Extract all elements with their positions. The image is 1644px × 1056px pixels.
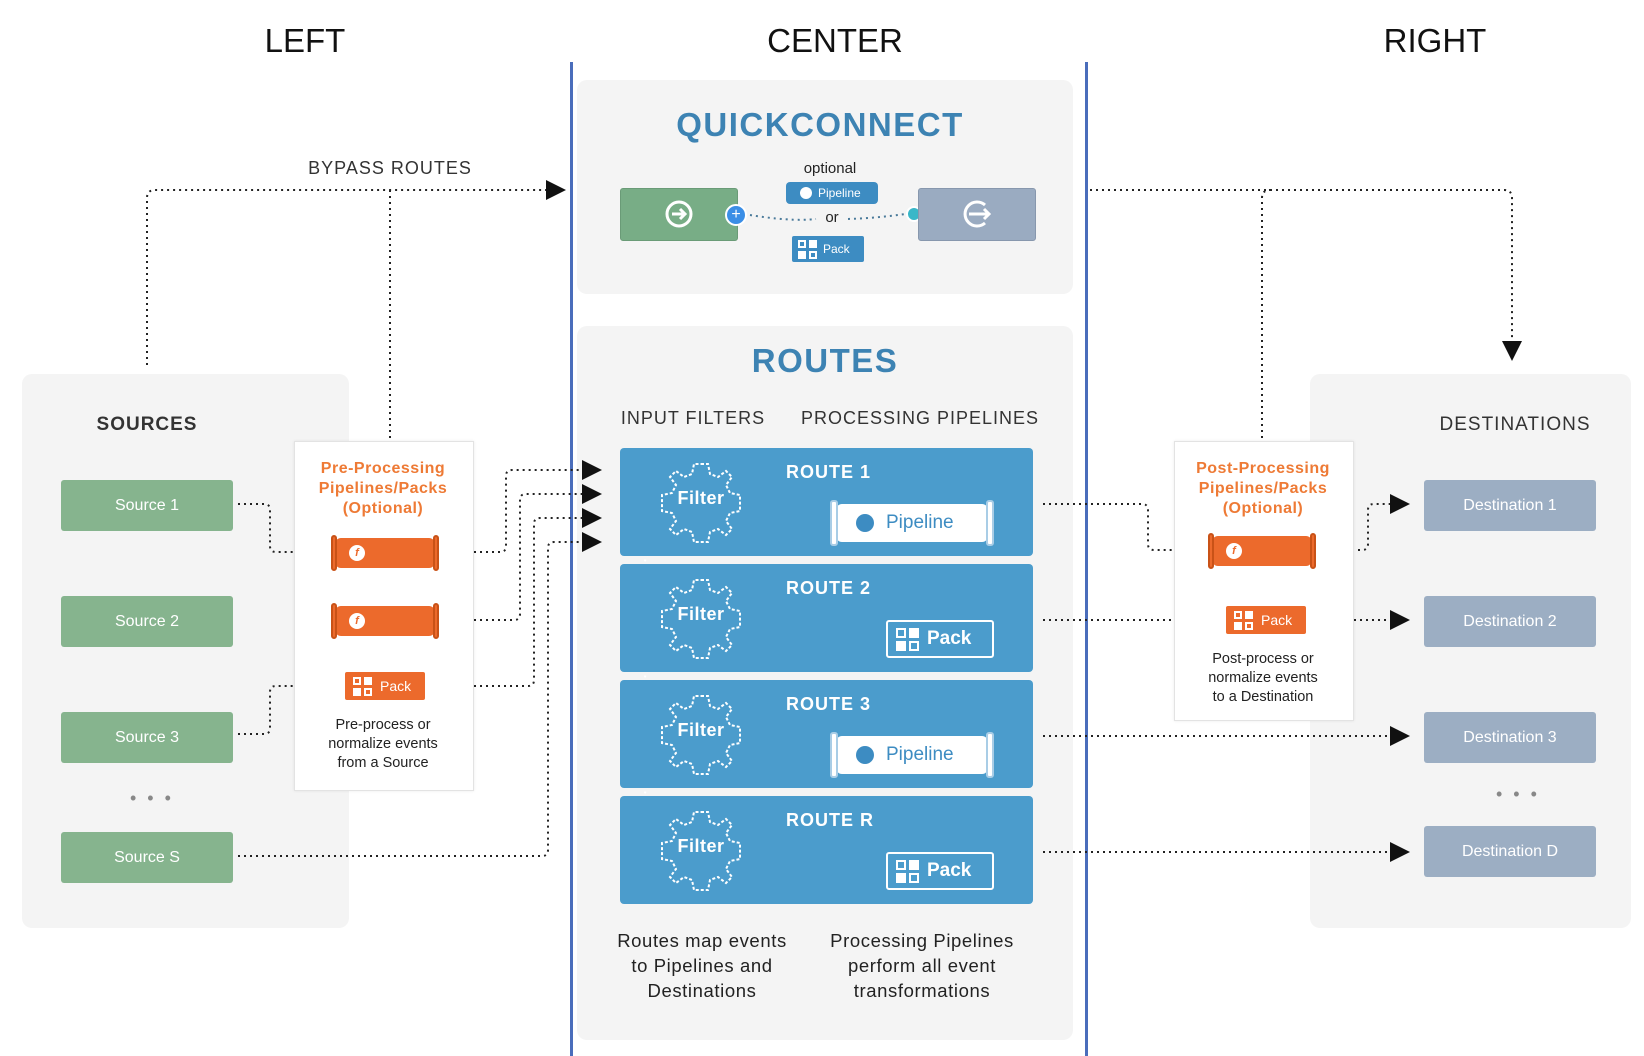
post-processing-box <box>1174 441 1354 721</box>
pre-processing-pipeline-1[interactable]: f <box>331 535 439 571</box>
route-card-2[interactable]: Filter ROUTE 2 Pack <box>620 564 1033 672</box>
right-divider <box>1085 62 1088 1056</box>
pre-processing-pipeline-2[interactable]: f <box>331 603 439 639</box>
source-item-1[interactable]: Source 1 <box>61 480 233 531</box>
function-icon <box>800 187 812 199</box>
filter-label: Filter <box>677 720 725 740</box>
input-filters-label: INPUT FILTERS <box>620 408 766 428</box>
quickconnect-destination[interactable] <box>918 188 1036 241</box>
processing-pipelines-label: PROCESSING PIPELINES <box>800 408 1040 428</box>
pack-icon <box>353 676 372 696</box>
route-pack-label: Pack <box>927 860 972 881</box>
function-icon: f <box>1226 543 1242 559</box>
pack-label: Pack <box>1261 612 1293 628</box>
route-pack-label: Pack <box>927 628 972 649</box>
pre-processing-pack[interactable]: Pack <box>345 672 425 700</box>
arrow-in-icon <box>665 200 693 228</box>
function-icon: f <box>349 613 365 629</box>
route-pipeline[interactable]: Pipeline <box>830 732 994 778</box>
destination-item-1[interactable]: Destination 1 <box>1424 480 1596 531</box>
destination-item-3[interactable]: Destination 3 <box>1424 712 1596 763</box>
pre-processing-note: Pre-process or normalize events from a S… <box>328 717 438 771</box>
route-pack[interactable]: Pack <box>886 620 994 658</box>
post-processing-note: Post-process or normalize events to a De… <box>1208 651 1318 705</box>
right-column-header: RIGHT <box>1383 22 1487 59</box>
left-divider <box>570 62 573 1056</box>
route-pipeline-label: Pipeline <box>886 744 954 765</box>
route-card-r[interactable]: Filter ROUTE R Pack <box>620 796 1033 904</box>
bypass-routes-label: BYPASS ROUTES <box>308 158 472 178</box>
source-item-s[interactable]: Source S <box>61 832 233 883</box>
route-title: ROUTE 1 <box>786 462 872 482</box>
route-pack[interactable]: Pack <box>886 852 994 890</box>
quickconnect-or-label: or <box>825 209 839 226</box>
quickconnect-pack-label: Pack <box>823 242 850 256</box>
filter-gear-icon <box>661 811 741 891</box>
quickconnect-pack[interactable]: Pack <box>792 236 864 262</box>
function-icon: f <box>349 545 365 561</box>
destinations-ellipsis: • • • <box>1496 784 1540 804</box>
source-item-3[interactable]: Source 3 <box>61 712 233 763</box>
sources-ellipsis: • • • <box>130 788 174 808</box>
post-processing-pack[interactable]: Pack <box>1226 606 1306 634</box>
route-card-1[interactable]: Filter ROUTE 1 Pipeline <box>620 448 1033 556</box>
center-column-header: CENTER <box>767 22 903 59</box>
pack-icon <box>1234 610 1253 630</box>
route-title: ROUTE 2 <box>786 578 872 598</box>
filter-gear-icon <box>661 695 741 775</box>
pack-icon <box>798 239 817 259</box>
pack-label: Pack <box>380 678 412 694</box>
routes-caption-right: Processing Pipelines perform all event t… <box>830 930 1014 1001</box>
filter-label: Filter <box>677 488 725 508</box>
pack-icon <box>896 627 919 651</box>
quickconnect-pipeline[interactable]: Pipeline <box>786 182 878 204</box>
filter-gear-icon <box>661 463 741 543</box>
destination-item-2[interactable]: Destination 2 <box>1424 596 1596 647</box>
quickconnect-optional-label: optional <box>803 160 857 177</box>
route-title: ROUTE R <box>786 810 874 830</box>
source-item-2[interactable]: Source 2 <box>61 596 233 647</box>
function-icon <box>856 746 874 764</box>
left-column-header: LEFT <box>264 22 346 59</box>
sources-title: SOURCES <box>96 414 198 435</box>
pack-icon <box>896 859 919 883</box>
arrow-out-icon <box>963 200 992 228</box>
filter-label: Filter <box>677 836 725 856</box>
post-processing-pipeline[interactable]: f <box>1208 533 1316 569</box>
pre-processing-title: Pre-Processing Pipelines/Packs (Optional… <box>318 460 448 517</box>
filter-gear-icon <box>661 579 741 659</box>
post-processing-title: Post-Processing Pipelines/Packs (Optiona… <box>1196 460 1330 517</box>
destination-item-d[interactable]: Destination D <box>1424 826 1596 877</box>
route-title: ROUTE 3 <box>786 694 872 714</box>
route-card-3[interactable]: Filter ROUTE 3 Pipeline <box>620 680 1033 788</box>
quickconnect-title: QUICKCONNECT <box>676 106 964 143</box>
quickconnect-source[interactable] <box>620 188 738 241</box>
quickconnect-pipeline-label: Pipeline <box>818 186 861 200</box>
routes-title: ROUTES <box>751 342 899 379</box>
route-pipeline-label: Pipeline <box>886 512 954 533</box>
function-icon <box>856 514 874 532</box>
routes-caption-left: Routes map events to Pipelines and Desti… <box>617 930 787 1001</box>
destinations-title: DESTINATIONS <box>1439 414 1591 435</box>
route-pipeline[interactable]: Pipeline <box>830 500 994 546</box>
filter-label: Filter <box>677 604 725 624</box>
add-connection-icon[interactable]: + <box>725 204 747 226</box>
